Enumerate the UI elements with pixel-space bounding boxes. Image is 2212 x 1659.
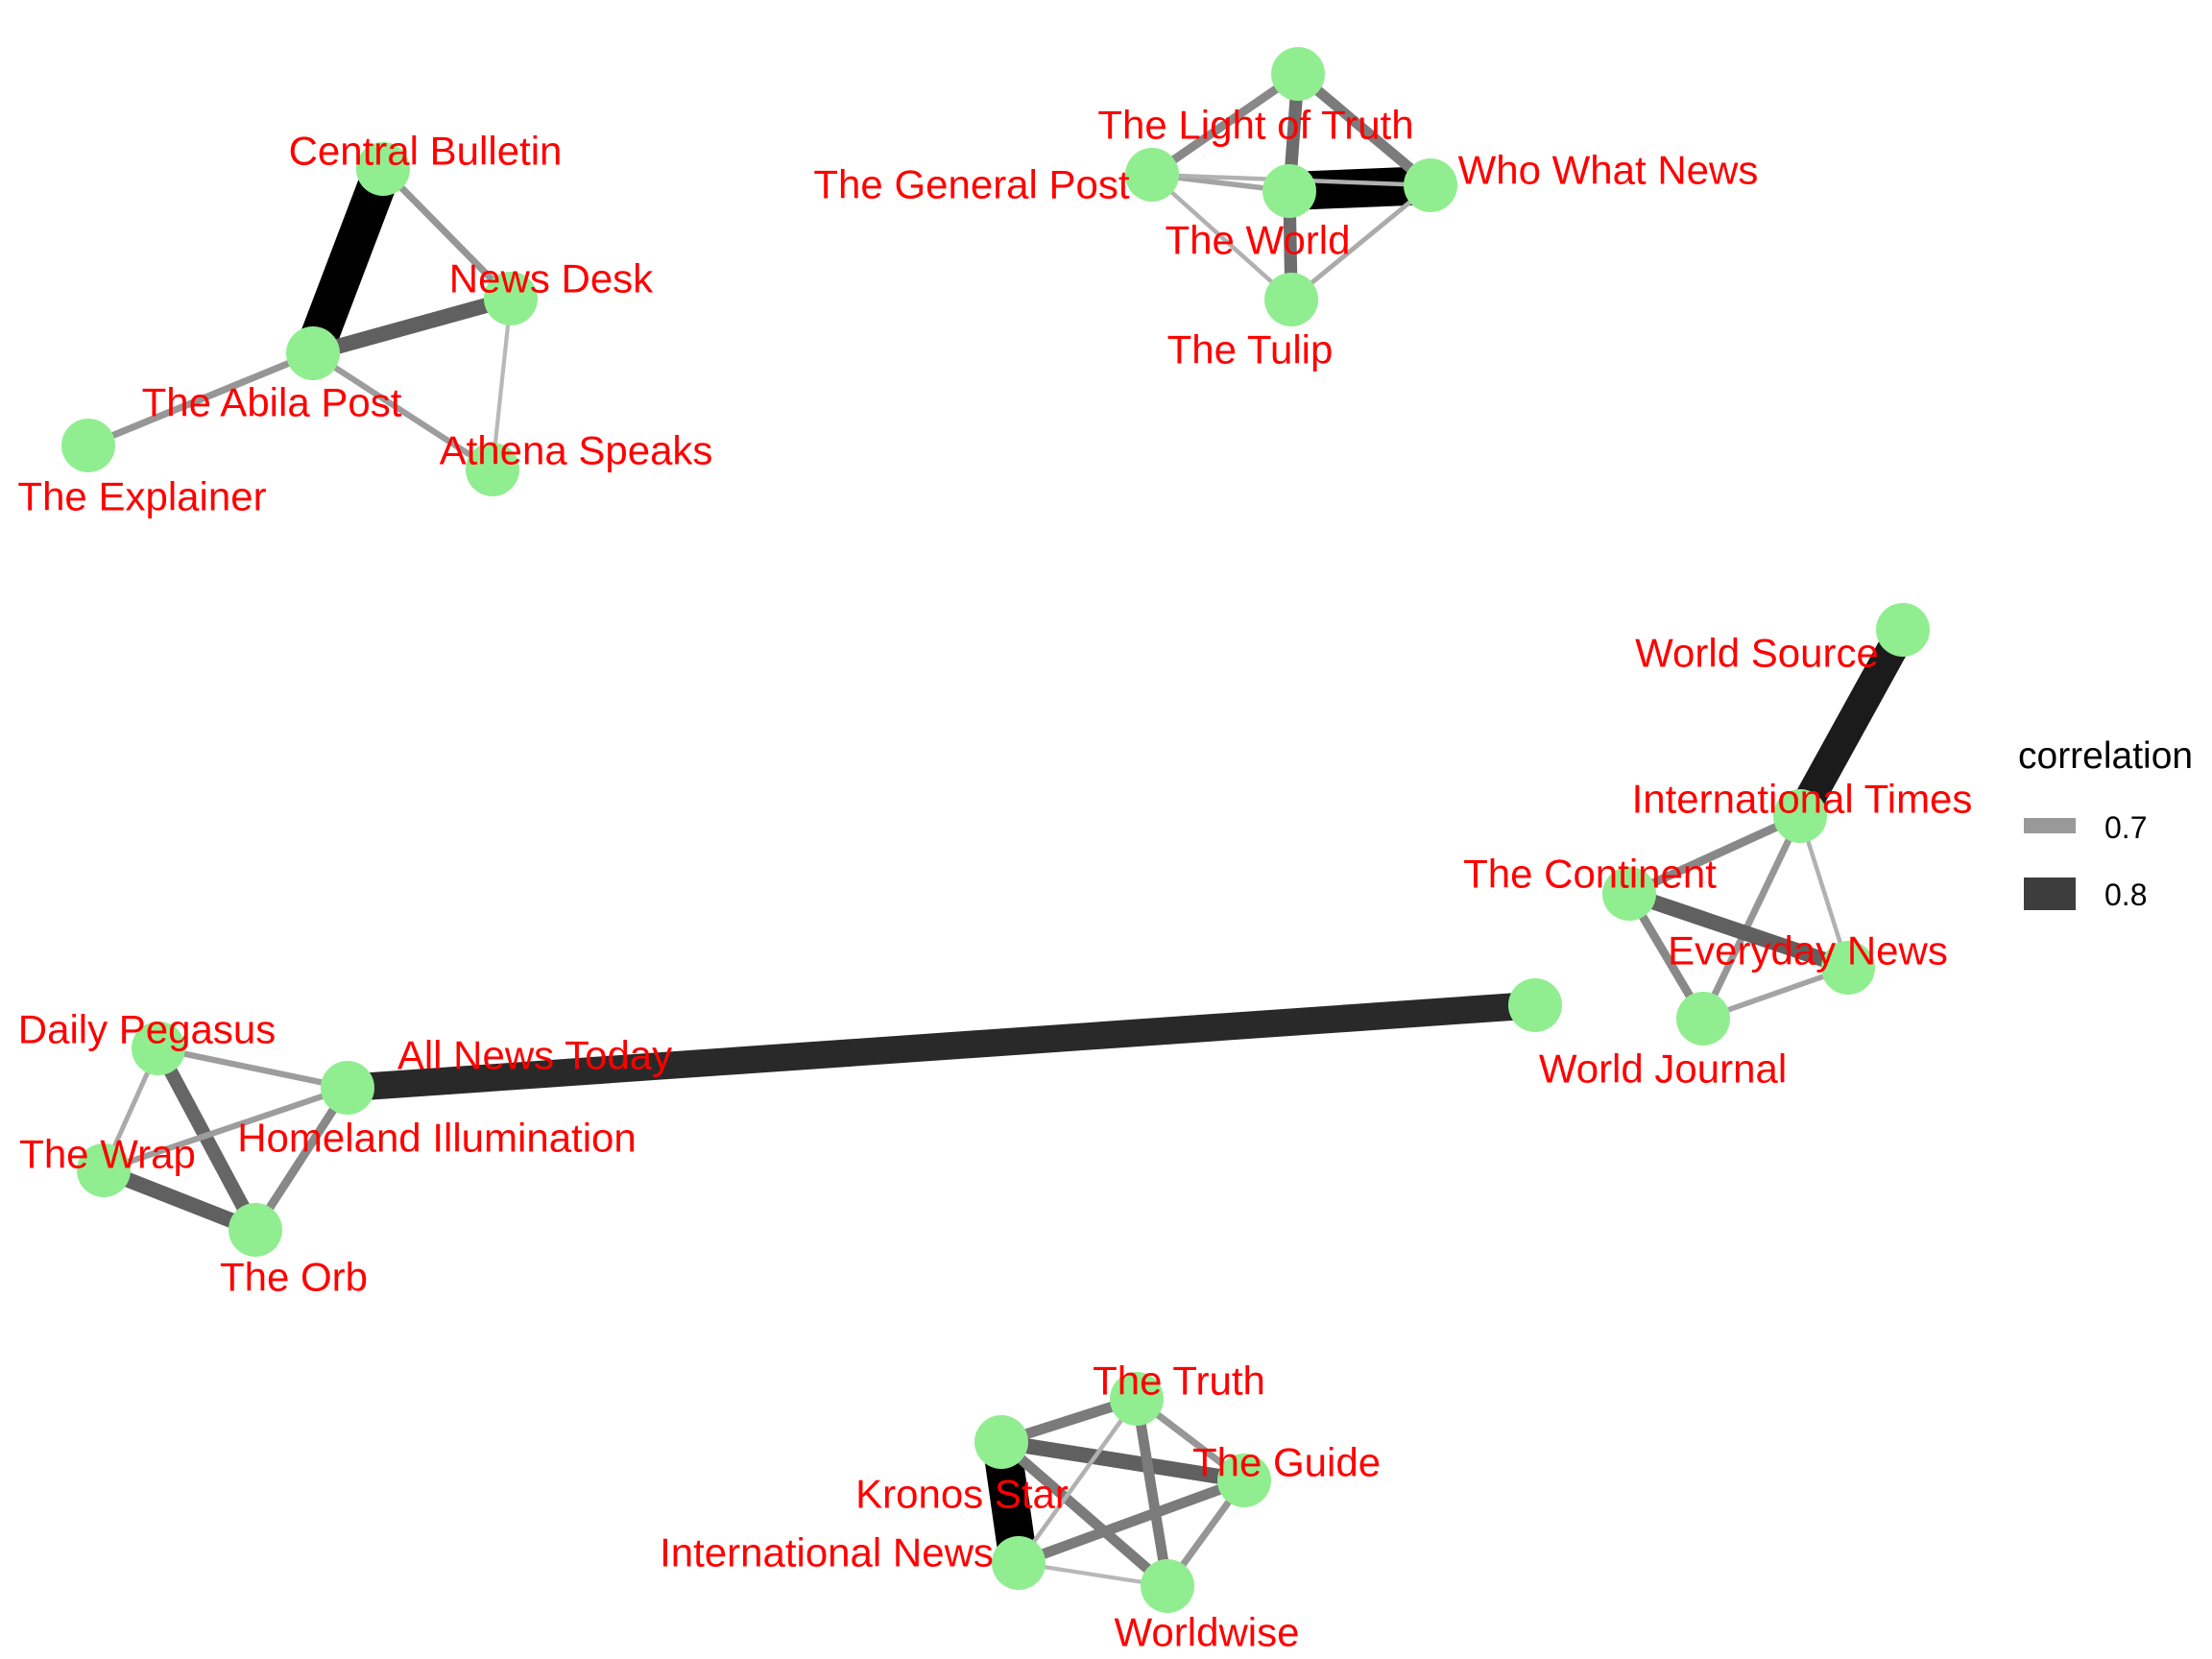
- node-who-what-news: [1404, 158, 1457, 212]
- edge-international-times-the-continent: [1627, 811, 1802, 899]
- node-worldwise: [1141, 1559, 1194, 1613]
- edge-the-general-post-the-light-of-truth: [1149, 70, 1301, 179]
- edge-the-abila-post-news-desk: [310, 291, 514, 361]
- edge-homeland-illumination-the-orb: [252, 1085, 351, 1233]
- edge-news-desk-athena-speaks: [490, 298, 514, 470]
- node-homeland-illumination: [321, 1061, 374, 1115]
- node-label-international-times: International Times: [1632, 777, 1973, 822]
- node-all-news-today: [1508, 978, 1562, 1032]
- node-the-guide: [1217, 1454, 1271, 1507]
- node-label-news-desk: News Desk: [449, 256, 654, 301]
- node-the-general-post: [1125, 148, 1179, 202]
- nodes-layer: [61, 47, 1930, 1613]
- node-label-the-general-post: The General Post: [813, 162, 1130, 207]
- edge-daily-pegasus-homeland-illumination: [157, 1045, 349, 1092]
- node-label-world-source: World Source: [1635, 631, 1879, 676]
- edge-the-general-post-the-tulip: [1150, 173, 1293, 301]
- node-label-international-news: International News: [660, 1530, 994, 1575]
- node-news-desk: [484, 272, 538, 325]
- node-label-the-tulip: The Tulip: [1167, 327, 1334, 373]
- node-world-journal: [1676, 992, 1730, 1046]
- node-label-the-continent: The Continent: [1463, 852, 1717, 897]
- legend-title: correlation: [2018, 735, 2193, 777]
- node-the-wrap: [77, 1143, 131, 1197]
- node-label-the-wrap: The Wrap: [19, 1132, 196, 1177]
- node-label-kronos-star: Kronos Star: [855, 1472, 1069, 1517]
- node-the-abila-post: [286, 326, 340, 380]
- node-daily-pegasus: [132, 1022, 185, 1075]
- edge-central-bulletin-the-abila-post: [295, 161, 401, 361]
- edge-daily-pegasus-the-orb: [152, 1045, 262, 1234]
- node-kronos-star: [974, 1415, 1028, 1469]
- edge-the-abila-post-athena-speaks: [311, 350, 494, 472]
- node-label-everyday-news: Everyday News: [1668, 928, 1948, 974]
- node-label-central-bulletin: Central Bulletin: [289, 129, 563, 174]
- node-the-tulip: [1264, 273, 1318, 326]
- legend-label-0.8: 0.8: [2104, 878, 2147, 912]
- edge-kronos-star-worldwise: [998, 1437, 1171, 1591]
- node-the-light-of-truth: [1271, 47, 1325, 101]
- node-central-bulletin: [356, 142, 410, 196]
- node-label-athena-speaks: Athena Speaks: [440, 428, 713, 473]
- edge-the-wrap-homeland-illumination: [102, 1085, 349, 1173]
- edge-international-times-world-journal: [1699, 814, 1804, 1021]
- node-athena-speaks: [466, 443, 519, 496]
- node-label-all-news-today: All News Today: [397, 1033, 672, 1078]
- node-the-orb: [228, 1203, 282, 1257]
- node-label-the-explainer: The Explainer: [17, 474, 266, 519]
- node-label-worldwise: Worldwise: [1115, 1610, 1300, 1655]
- node-the-truth: [1110, 1372, 1164, 1426]
- node-label-daily-pegasus: Daily Pegasus: [18, 1007, 276, 1052]
- edge-central-bulletin-news-desk: [380, 166, 514, 301]
- edge-the-wrap-the-orb: [101, 1163, 258, 1238]
- node-international-news: [992, 1536, 1046, 1590]
- edge-world-source-international-times: [1786, 622, 1917, 824]
- edge-the-truth-international-news: [1017, 1397, 1139, 1565]
- node-label-homeland-illumination: Homeland Illumination: [237, 1116, 637, 1161]
- node-the-explainer: [61, 419, 115, 472]
- node-international-times: [1773, 789, 1827, 843]
- edge-the-light-of-truth-who-what-news: [1294, 69, 1434, 190]
- edge-the-guide-international-news: [1017, 1475, 1246, 1569]
- legend-swatch-0.8: [2024, 878, 2076, 910]
- node-label-world-journal: World Journal: [1539, 1046, 1787, 1092]
- node-label-the-truth: The Truth: [1093, 1358, 1265, 1404]
- node-label-the-orb: The Orb: [220, 1255, 368, 1300]
- node-world-source: [1876, 603, 1930, 657]
- legend-swatch-0.7: [2024, 818, 2076, 833]
- node-the-world: [1262, 164, 1316, 218]
- node-label-who-what-news: Who What News: [1458, 148, 1759, 193]
- node-label-the-world: The World: [1166, 218, 1351, 263]
- node-label-the-light-of-truth: The Light of Truth: [1097, 103, 1413, 148]
- edge-the-continent-everyday-news: [1626, 886, 1851, 975]
- node-the-continent: [1602, 867, 1656, 921]
- legend-label-0.7: 0.7: [2104, 810, 2147, 845]
- node-label-the-guide: The Guide: [1192, 1440, 1381, 1485]
- edge-the-abila-post-the-explainer: [86, 349, 315, 449]
- edge-kronos-star-the-guide: [999, 1434, 1246, 1488]
- node-everyday-news: [1821, 941, 1875, 995]
- edge-who-what-news-the-tulip: [1289, 183, 1432, 301]
- edges-layer: [86, 69, 1917, 1591]
- legend: correlation 0.7 0.8: [2018, 735, 2193, 912]
- node-label-the-abila-post: The Abila Post: [142, 380, 402, 425]
- edge-homeland-illumination-all-news-today: [347, 991, 1536, 1102]
- edge-the-truth-worldwise: [1131, 1398, 1173, 1587]
